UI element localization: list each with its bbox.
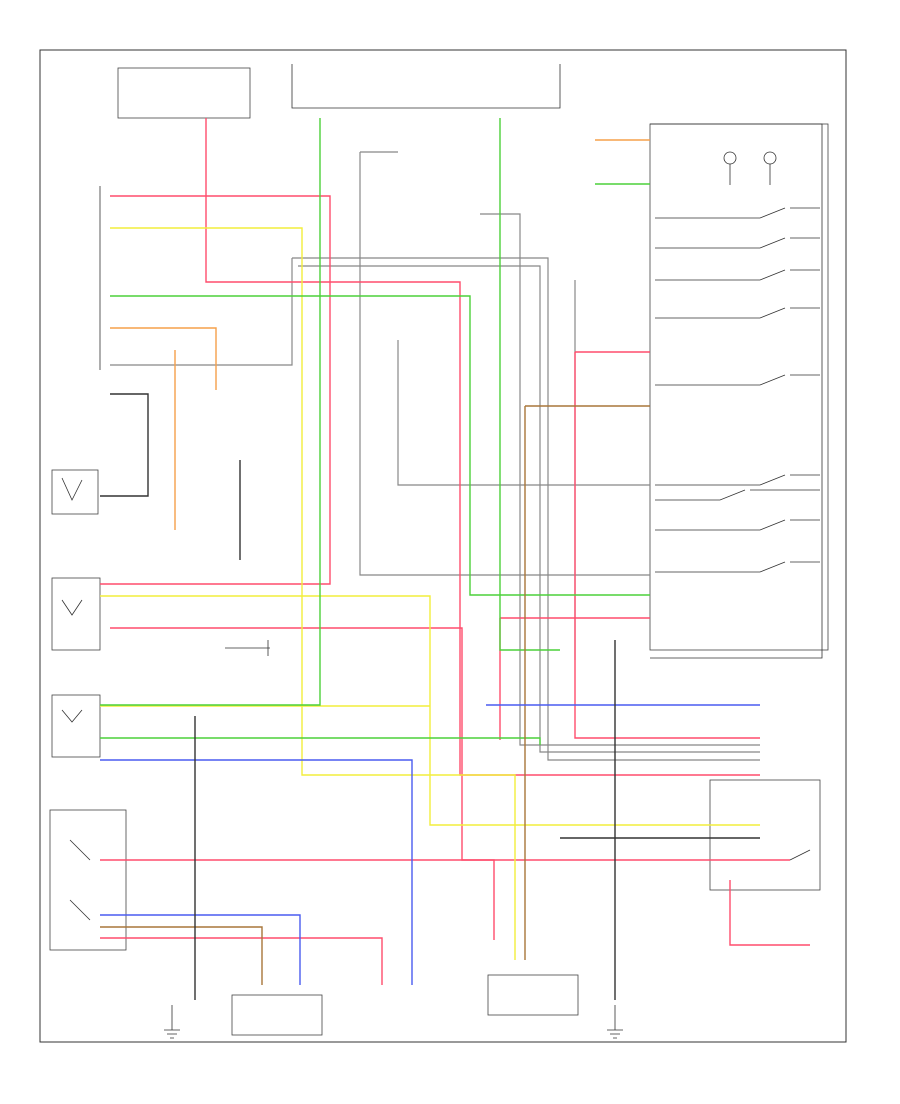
- resistor-box: [231, 994, 323, 1036]
- blower-relay-box: [51, 694, 101, 758]
- fuse-box-left: [117, 67, 251, 119]
- control-switch-outline: [650, 123, 823, 659]
- switch-contact: [655, 561, 820, 573]
- switch-contact: [655, 237, 820, 249]
- lamp-leads: [729, 164, 771, 185]
- lamp-symbol: [723, 151, 737, 165]
- fuse-box-center: [291, 64, 561, 109]
- switch-contact: [655, 307, 820, 319]
- switch-contact: [655, 489, 820, 501]
- brown-wire: [100, 926, 263, 985]
- relay-coil: [61, 709, 83, 723]
- relay-coil: [61, 599, 83, 616]
- blue-wire: [100, 914, 301, 985]
- thermistor-box: [51, 469, 99, 515]
- diagram-frame: [39, 49, 847, 1043]
- ground-symbol-right: [607, 1005, 623, 1039]
- red-wire: [729, 880, 810, 946]
- harness-line: [292, 257, 760, 761]
- harness-line: [359, 151, 650, 576]
- brown-wire: [524, 405, 650, 960]
- harness-line: [298, 265, 760, 753]
- switch-contact: [655, 269, 820, 281]
- red-wire: [205, 118, 760, 776]
- pressure-switch-box: [709, 779, 821, 891]
- blue-wire: [100, 759, 413, 985]
- switch-contact: [655, 207, 820, 219]
- compressor-relay-box: [51, 577, 101, 651]
- black-wire: [100, 393, 149, 497]
- orange-wire: [110, 327, 217, 390]
- harness-line: [397, 340, 650, 486]
- red-wire: [100, 195, 331, 585]
- green-wire: [110, 295, 650, 596]
- indicator-lamps: [723, 151, 777, 185]
- wires-layer: [100, 118, 810, 1000]
- lamp-symbol: [763, 151, 777, 165]
- harness-line: [110, 258, 293, 366]
- switch-contacts: [655, 207, 820, 573]
- switch-contact: [655, 374, 820, 386]
- switch-contact: [655, 519, 820, 531]
- red-wire: [100, 859, 495, 940]
- red-wire: [110, 627, 700, 861]
- switch-contact: [655, 474, 820, 486]
- red-wire: [574, 351, 760, 739]
- recirc-motor-box: [487, 974, 579, 1016]
- yellow-wire: [100, 595, 760, 826]
- thermistor-symbol: [61, 477, 83, 501]
- blower-switch-box: [49, 809, 127, 951]
- compressor-symbol: [225, 640, 270, 656]
- yellow-wire: [110, 227, 516, 960]
- blower-switch-contacts: [69, 839, 91, 921]
- green-wire: [100, 737, 541, 745]
- red-wire: [100, 937, 383, 985]
- green-wire: [100, 118, 321, 706]
- pressure-switch-contact: [789, 849, 811, 861]
- ground-symbol-left: [164, 1005, 180, 1039]
- green-wire: [499, 118, 560, 651]
- control-switch-box: [649, 123, 829, 651]
- harness-line: [480, 213, 760, 746]
